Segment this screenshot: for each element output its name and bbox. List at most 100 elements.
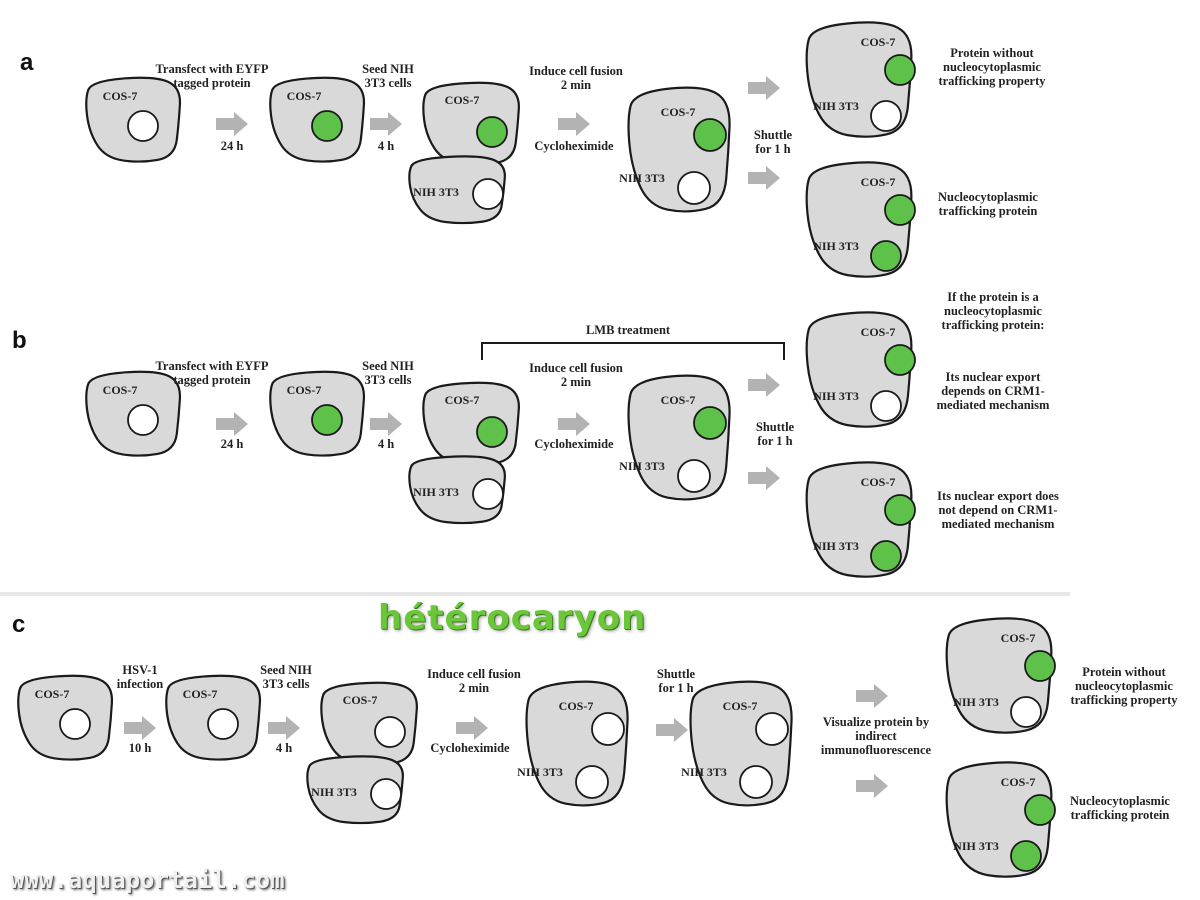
green-nucleus bbox=[1024, 650, 1056, 682]
white-nucleus bbox=[472, 478, 504, 510]
outcome-description: Protein without bbox=[1082, 665, 1166, 679]
cell-label-cos7: COS-7 bbox=[661, 105, 696, 119]
step-label: 2 min bbox=[459, 681, 489, 695]
white-nucleus bbox=[127, 110, 159, 142]
cell-label-cos7: COS-7 bbox=[559, 699, 594, 713]
visualize-label: Visualize protein by bbox=[823, 715, 930, 729]
process-arrow-icon bbox=[748, 76, 780, 100]
cell-label-nih3t3: NIH 3T3 bbox=[681, 765, 727, 779]
cell-label-cos7: COS-7 bbox=[287, 89, 322, 103]
cell-label-nih3t3: NIH 3T3 bbox=[413, 485, 459, 499]
cell-label-nih3t3: NIH 3T3 bbox=[619, 459, 665, 473]
cell-label-cos7: COS-7 bbox=[183, 687, 218, 701]
green-nucleus bbox=[693, 406, 727, 440]
cell-label-cos7: COS-7 bbox=[861, 175, 896, 189]
process-arrow-icon bbox=[216, 412, 248, 436]
cell-label-cos7: COS-7 bbox=[445, 93, 480, 107]
cell-label-nih3t3: NIH 3T3 bbox=[953, 695, 999, 709]
outcome-description: Nucleocytoplasmic bbox=[1070, 794, 1170, 808]
cell-label-cos7: COS-7 bbox=[661, 393, 696, 407]
outcome-description: nucleocytoplasmic bbox=[944, 304, 1042, 318]
step-duration: 10 h bbox=[129, 741, 152, 755]
white-nucleus bbox=[374, 716, 406, 748]
step-label: Induce cell fusion bbox=[529, 64, 623, 78]
step-label: Shuttle bbox=[657, 667, 696, 681]
green-nucleus bbox=[311, 404, 343, 436]
white-nucleus bbox=[127, 404, 159, 436]
white-nucleus bbox=[591, 712, 625, 746]
cell-label-nih3t3: NIH 3T3 bbox=[413, 185, 459, 199]
step-label: Transfect with EYFP bbox=[156, 62, 269, 76]
step-duration: Cycloheximide bbox=[534, 139, 614, 153]
step-duration: 24 h bbox=[221, 437, 244, 451]
step-label: Transfect with EYFP bbox=[156, 359, 269, 373]
cell-label-cos7: COS-7 bbox=[287, 383, 322, 397]
step-duration: Cycloheximide bbox=[534, 437, 614, 451]
cell-label-cos7: COS-7 bbox=[445, 393, 480, 407]
cell-label-cos7: COS-7 bbox=[103, 89, 138, 103]
white-nucleus bbox=[870, 100, 902, 132]
white-nucleus bbox=[370, 778, 402, 810]
step-duration: 4 h bbox=[276, 741, 292, 755]
outcome-description: nucleocytoplasmic bbox=[943, 60, 1041, 74]
process-arrow-icon bbox=[370, 412, 402, 436]
step-label: Seed NIH bbox=[362, 62, 414, 76]
overlay-title: hétérocaryon bbox=[378, 598, 647, 638]
green-nucleus bbox=[311, 110, 343, 142]
step-label: Induce cell fusion bbox=[427, 667, 521, 681]
process-arrow-icon bbox=[216, 112, 248, 136]
outcome-description: mediated mechanism bbox=[942, 517, 1055, 531]
step-duration: 24 h bbox=[221, 139, 244, 153]
process-arrow-icon bbox=[558, 112, 590, 136]
shuttle-label: Shuttle bbox=[756, 420, 795, 434]
shuttle-label: for 1 h bbox=[755, 142, 790, 156]
cell-label-cos7: COS-7 bbox=[343, 693, 378, 707]
white-nucleus bbox=[472, 178, 504, 210]
step-label: 3T3 cells bbox=[365, 76, 412, 90]
green-nucleus bbox=[884, 344, 916, 376]
white-nucleus bbox=[207, 708, 239, 740]
green-nucleus bbox=[870, 240, 902, 272]
white-nucleus bbox=[575, 765, 609, 799]
process-arrow-icon bbox=[748, 373, 780, 397]
outcome-description: trafficking property bbox=[938, 74, 1046, 88]
green-nucleus bbox=[1024, 794, 1056, 826]
step-label: HSV-1 bbox=[122, 663, 157, 677]
white-nucleus bbox=[59, 708, 91, 740]
outcome-description: mediated mechanism bbox=[937, 398, 1050, 412]
green-nucleus bbox=[870, 540, 902, 572]
panel-separator bbox=[0, 592, 1070, 596]
white-nucleus bbox=[677, 459, 711, 493]
white-nucleus bbox=[677, 171, 711, 205]
outcome-description: Protein without bbox=[950, 46, 1034, 60]
step-label: for 1 h bbox=[658, 681, 693, 695]
visualize-label: immunofluorescence bbox=[821, 743, 932, 757]
outcome-description: nucleocytoplasmic bbox=[1075, 679, 1173, 693]
white-nucleus bbox=[1010, 696, 1042, 728]
cell-label-nih3t3: NIH 3T3 bbox=[813, 239, 859, 253]
outcome-description: trafficking protein bbox=[1071, 808, 1170, 822]
cell-label-cos7: COS-7 bbox=[861, 475, 896, 489]
step-label: infection bbox=[117, 677, 164, 691]
outcome-description: Its nuclear export does bbox=[937, 489, 1059, 503]
step-label: tagged protein bbox=[173, 373, 250, 387]
outcome-description: depends on CRM1- bbox=[941, 384, 1045, 398]
cell-label-cos7: COS-7 bbox=[861, 325, 896, 339]
green-nucleus bbox=[693, 118, 727, 152]
outcome-description: Nucleocytoplasmic bbox=[938, 190, 1038, 204]
cell-label-cos7: COS-7 bbox=[35, 687, 70, 701]
process-arrow-icon bbox=[268, 716, 300, 740]
lmb-treatment-bracket bbox=[481, 342, 785, 360]
outcome-description: not depend on CRM1- bbox=[938, 503, 1057, 517]
step-duration: Cycloheximide bbox=[430, 741, 510, 755]
cell-label-cos7: COS-7 bbox=[103, 383, 138, 397]
cell-label-nih3t3: NIH 3T3 bbox=[619, 171, 665, 185]
process-arrow-icon bbox=[370, 112, 402, 136]
process-arrow-icon bbox=[856, 684, 888, 708]
outcome-description: Its nuclear export bbox=[946, 370, 1042, 384]
step-label: tagged protein bbox=[173, 76, 250, 90]
cell-label-cos7: COS-7 bbox=[861, 35, 896, 49]
cell-label-nih3t3: NIH 3T3 bbox=[813, 539, 859, 553]
visualize-label: indirect bbox=[855, 729, 897, 743]
